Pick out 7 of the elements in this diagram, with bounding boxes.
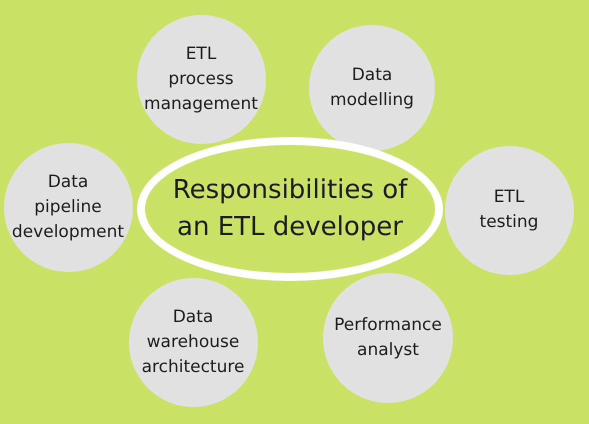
heading-text: Responsibilities of an ETL developer xyxy=(172,174,409,244)
topic-label: Data warehouse architecture xyxy=(142,306,244,378)
topic-label: Performance analyst xyxy=(334,314,442,362)
topic-label: Data pipeline development xyxy=(12,170,124,244)
topic-label: Data modelling xyxy=(330,64,414,112)
topic-label: ETL process management xyxy=(144,42,258,116)
topic-label: ETL testing xyxy=(480,186,538,234)
